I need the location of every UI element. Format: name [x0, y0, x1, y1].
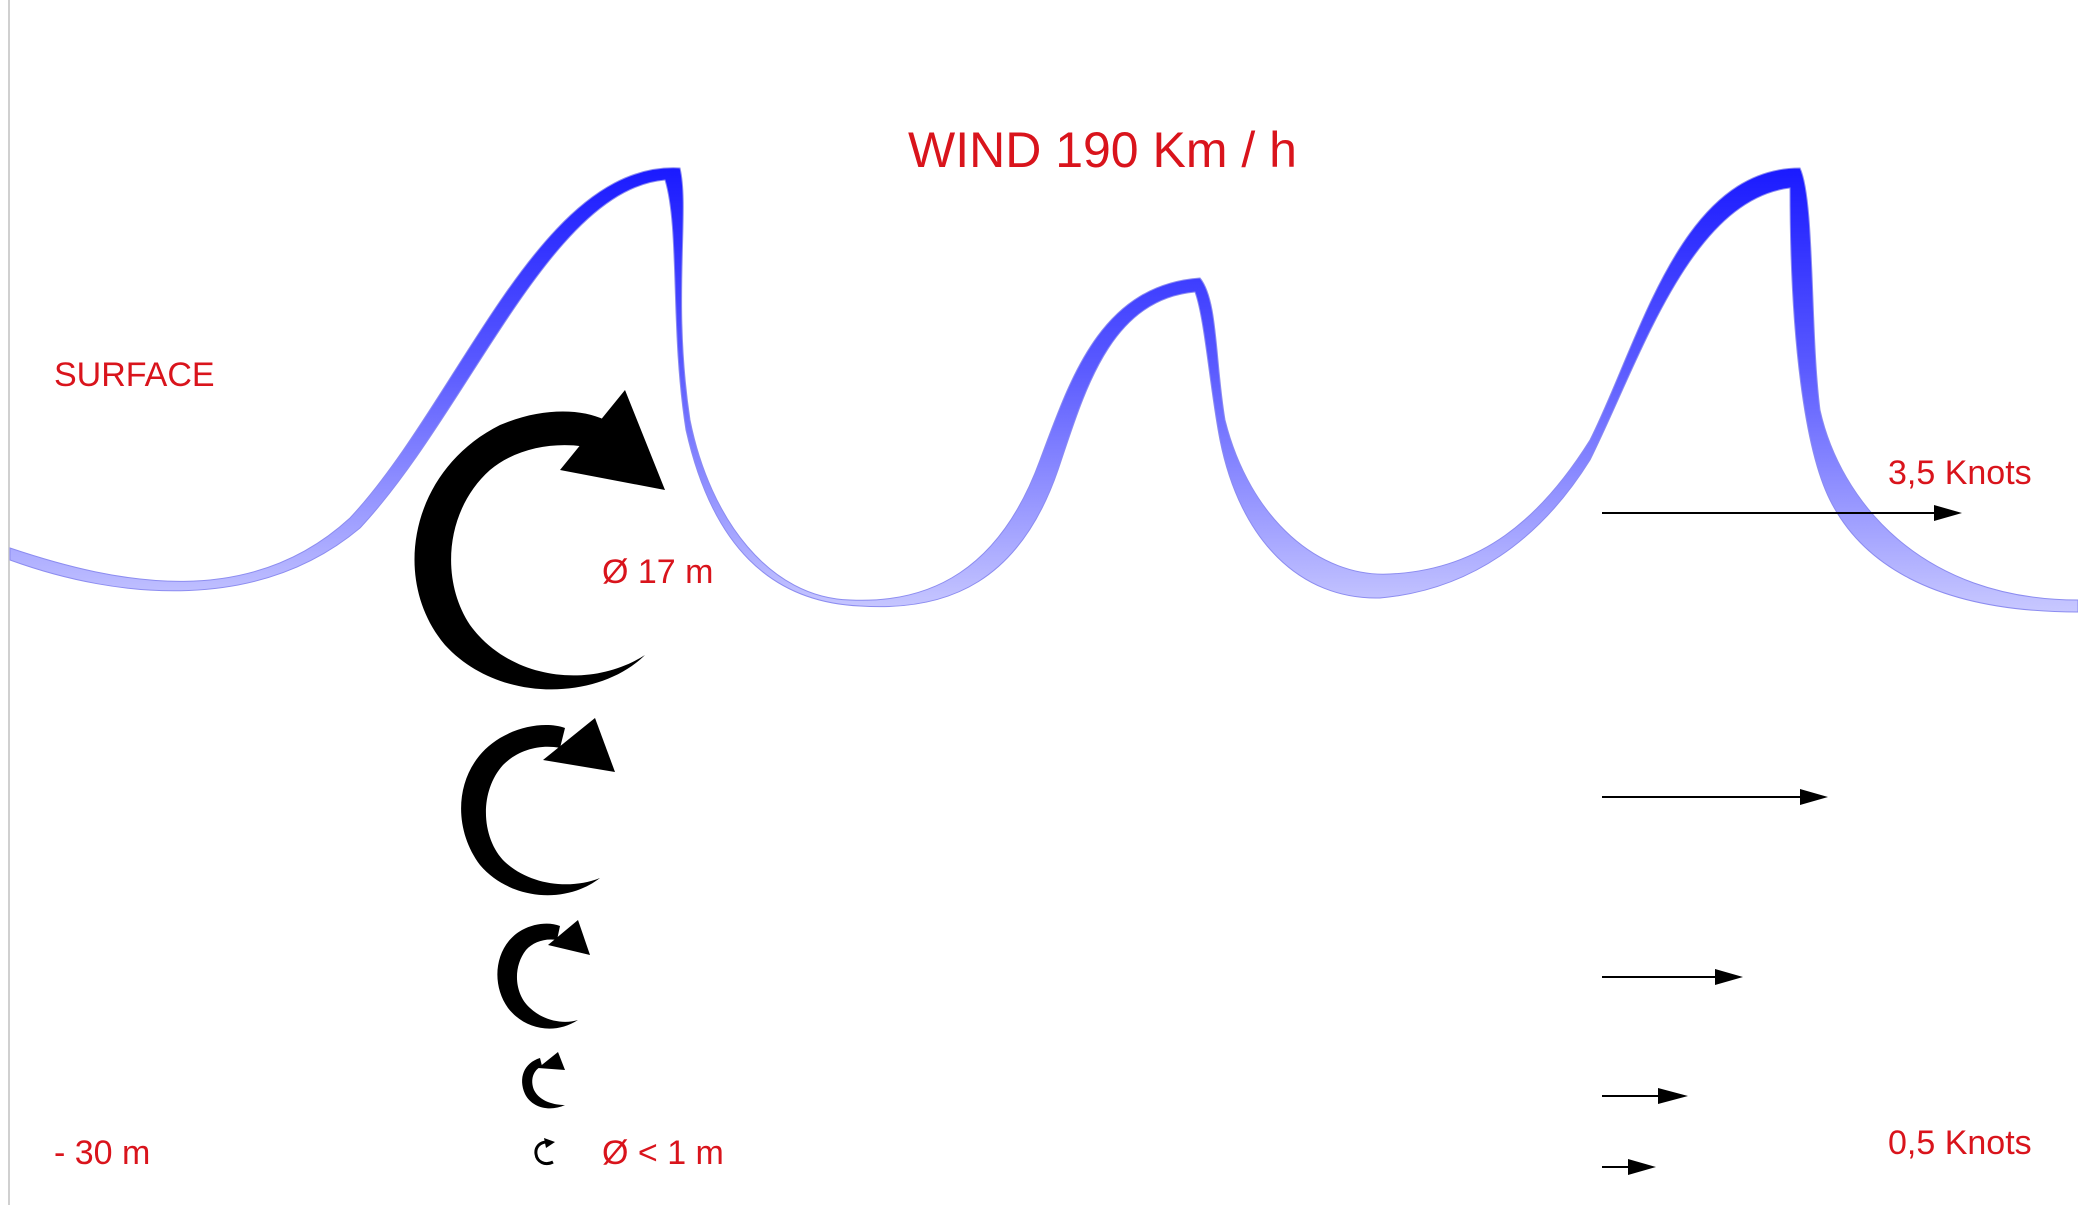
- current-arrow-3: [1602, 969, 1743, 985]
- straight-arrow-icon: [1715, 969, 1743, 985]
- curved-arrow-icon: [534, 1140, 554, 1166]
- straight-arrow-icon: [1658, 1088, 1688, 1104]
- depth-label: - 30 m: [54, 1134, 151, 1172]
- straight-arrow-icon: [1800, 789, 1828, 805]
- left-border: [8, 0, 10, 1205]
- current-arrow-4: [1602, 1088, 1688, 1104]
- arrow-head: [548, 920, 590, 955]
- speed-bottom-label: 0,5 Knots: [1888, 1124, 2032, 1162]
- arrow-head: [538, 1052, 565, 1070]
- curved-arrow-icon: [522, 1058, 565, 1109]
- diameter-bottom-label: Ø < 1 m: [602, 1134, 724, 1172]
- curved-arrow-icon: [497, 923, 578, 1029]
- rotation-arrow-3: [497, 920, 590, 1029]
- wave-ribbon-icon: [9, 167, 2078, 613]
- arrow-head: [543, 718, 615, 772]
- wind-title: WIND 190 Km / h: [908, 122, 1297, 178]
- curved-arrow-icon: [461, 725, 600, 896]
- current-arrow-2: [1602, 789, 1828, 805]
- curved-arrow-icon: [414, 411, 645, 690]
- diameter-top-label: Ø 17 m: [602, 553, 714, 591]
- current-arrow-1: [1602, 505, 1962, 521]
- arrow-head: [544, 1138, 555, 1148]
- rotation-arrow-5: [534, 1138, 555, 1166]
- straight-arrow-icon: [1934, 505, 1962, 521]
- surface-label: SURFACE: [54, 356, 215, 394]
- arrow-head: [560, 390, 665, 490]
- rotation-arrow-4: [522, 1052, 565, 1109]
- rotation-arrow-1: [414, 390, 665, 690]
- speed-top-label: 3,5 Knots: [1888, 454, 2032, 492]
- current-arrow-5: [1602, 1159, 1656, 1175]
- straight-arrow-icon: [1628, 1159, 1656, 1175]
- rotation-arrow-2: [461, 718, 615, 896]
